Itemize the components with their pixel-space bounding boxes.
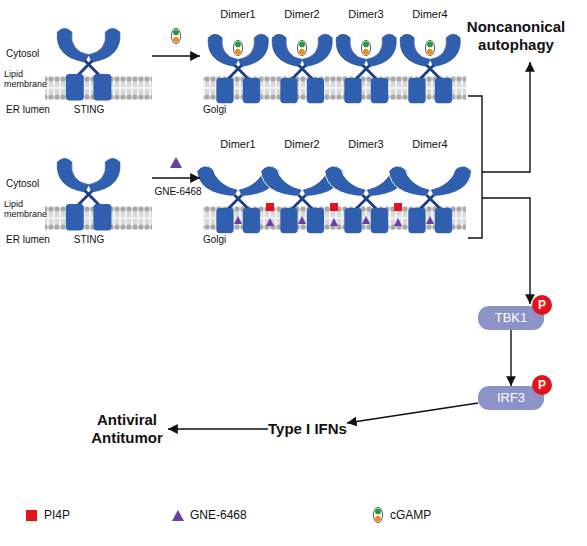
outcome-text: Type I IFNs	[268, 420, 347, 438]
sting-dimer	[400, 34, 460, 103]
legend-text: cGAMP	[390, 508, 431, 522]
arrow-connector	[168, 428, 268, 429]
cgamp-icon	[425, 40, 434, 55]
bracket	[468, 96, 482, 238]
node-text: Noncanonical autophagy	[458, 18, 574, 54]
cgamp-icon	[171, 28, 180, 43]
dimer-label: Dimer2	[270, 8, 334, 20]
protein-label: STING	[68, 234, 110, 245]
dimer-label: Dimer1	[206, 8, 270, 20]
node-text: Type I IFNs	[268, 420, 347, 438]
cgamp-icon	[297, 40, 306, 55]
factor-box: IRF3P	[478, 386, 544, 410]
legend-swatch	[26, 510, 37, 521]
organelle-label: Golgi	[203, 234, 243, 245]
sting-dimer	[57, 28, 120, 100]
arrow-connector	[347, 403, 478, 423]
membrane-label: Lipid membrane	[4, 70, 44, 90]
dimer-label: Dimer3	[334, 138, 398, 150]
legend-cgamp-icon	[373, 507, 382, 522]
dimer-label: Dimer1	[206, 138, 270, 150]
dimer-label: Dimer4	[398, 138, 462, 150]
dimer-label: Dimer4	[398, 8, 462, 20]
membrane-label: Lipid membrane	[4, 200, 44, 220]
gne-6468-triangle	[170, 157, 182, 168]
protein-label: STING	[68, 104, 110, 115]
sting-dimer	[208, 34, 268, 103]
pi4p-square	[266, 203, 274, 211]
region-label: ER lumen	[6, 104, 56, 115]
arrow	[152, 55, 200, 56]
cgamp-icon	[233, 40, 242, 55]
node-text: P	[532, 375, 552, 395]
sting-dimer	[57, 158, 120, 230]
organelle-label: Golgi	[203, 104, 243, 115]
compound-label: GNE-6468	[146, 186, 210, 197]
kinase-box: TBK1P	[478, 306, 544, 330]
node-text: Antiviral Antitumor	[86, 411, 168, 447]
region-label: Cytosol	[6, 178, 56, 189]
legend-text: GNE-6468	[190, 508, 247, 522]
sting-dimer	[389, 166, 472, 233]
arrow	[482, 198, 530, 304]
cgamp-icon	[361, 40, 370, 55]
arrow	[152, 177, 200, 178]
region-label: Cytosol	[6, 48, 56, 59]
region-label: ER lumen	[6, 234, 56, 245]
phospho-badge: P	[532, 295, 552, 315]
gne-6468-triangles	[234, 216, 434, 226]
sting-dimer	[336, 34, 396, 103]
phospho-badge: P	[532, 375, 552, 395]
dimer-label: Dimer2	[270, 138, 334, 150]
outcome-text: Noncanonical autophagy	[458, 18, 574, 54]
legend-triangle	[172, 510, 184, 521]
outcome-text: Antiviral Antitumor	[86, 411, 168, 447]
pi4p-square	[394, 203, 402, 211]
badge-fill	[532, 375, 552, 395]
node-text: P	[532, 295, 552, 315]
badge-fill	[532, 295, 552, 315]
dimer-label: Dimer3	[334, 8, 398, 20]
arrow	[482, 62, 530, 172]
lipid-membrane	[203, 76, 466, 100]
sting-dimer	[272, 34, 332, 103]
pi4p-square	[330, 203, 338, 211]
legend-text: PI4P	[44, 508, 70, 522]
arrow-connector	[510, 330, 511, 386]
